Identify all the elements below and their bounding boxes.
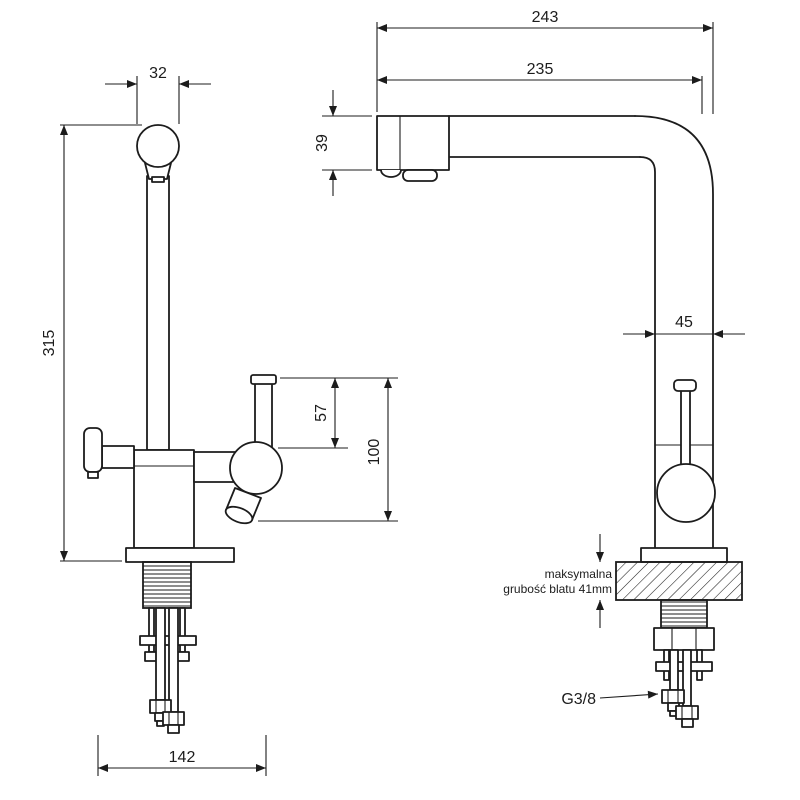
front-view: 32 315 57 100	[41, 65, 398, 776]
front-spout-tip	[151, 176, 165, 183]
front-mounting-bracket	[139, 635, 197, 646]
side-spout-head	[376, 115, 450, 171]
front-base-plate	[125, 547, 235, 563]
counter-note-line1: maksymalna	[545, 567, 613, 581]
side-aerator-bump	[380, 169, 402, 178]
side-view: 243 235 39 45	[314, 9, 745, 728]
side-inner-curve	[639, 156, 656, 549]
side-hose-left	[669, 649, 679, 691]
side-countertop	[615, 561, 743, 601]
front-dimensions: 32 315 57 100	[41, 65, 398, 776]
side-dimensions: 243 235 39 45	[314, 9, 745, 708]
front-handle-foot	[87, 471, 99, 479]
side-mounting-nut	[653, 627, 715, 651]
front-hose-right-connector	[162, 711, 185, 734]
front-body	[133, 449, 195, 549]
dim-side-spout-drop-label: 57	[313, 404, 330, 422]
side-hose-right-connector	[675, 705, 699, 728]
counter-thickness-note: maksymalna grubość blatu 41mm	[503, 534, 612, 628]
dim-total-depth: 243	[376, 9, 714, 114]
side-lever-cap	[673, 379, 697, 392]
dim-column-width: 45	[623, 314, 745, 338]
thread-size-label: G3/8	[561, 691, 596, 708]
side-hose-left-connector	[661, 689, 685, 717]
dim-side-spout-drop: 57	[278, 377, 398, 449]
dim-side-spout-height-label: 100	[366, 439, 383, 466]
front-faucet-body	[83, 124, 283, 734]
front-filter-joint	[229, 441, 283, 495]
dim-spout-head-height: 39	[314, 90, 372, 196]
dim-base-width: 142	[97, 735, 267, 776]
dim-side-spout-height: 100	[258, 378, 398, 522]
dim-top-width: 32	[105, 65, 211, 124]
dim-total-height: 315	[41, 124, 142, 562]
thread-size-callout: G3/8	[561, 690, 659, 708]
dim-top-width-label: 32	[149, 65, 167, 82]
side-base-flange	[640, 547, 728, 563]
side-handle-ball	[656, 463, 716, 523]
front-handle-arm	[101, 445, 135, 469]
side-lever-stick	[680, 389, 691, 467]
counter-note-line2: grubość blatu 41mm	[503, 582, 612, 596]
front-spout-head-circle	[136, 124, 180, 168]
dim-spout-reach-label: 235	[527, 61, 554, 78]
dim-total-depth-label: 243	[532, 9, 559, 26]
front-filter-outlet-face	[224, 505, 254, 525]
front-hose-right	[168, 607, 179, 713]
front-filter-riser	[254, 381, 273, 449]
front-hose-left	[155, 607, 166, 701]
side-faucet-body	[376, 115, 743, 728]
side-threaded-shank	[660, 599, 708, 629]
side-aerator-pullout	[402, 169, 438, 182]
front-riser-pipe	[146, 175, 170, 451]
dim-column-width-label: 45	[675, 314, 693, 331]
front-filter-riser-cap	[250, 374, 277, 385]
front-threaded-shank	[142, 561, 192, 609]
dim-spout-head-height-label: 39	[314, 134, 331, 152]
front-handle-grip	[83, 427, 103, 473]
dim-spout-reach: 235	[377, 61, 703, 114]
side-outer-curve	[634, 115, 714, 549]
dim-base-width-label: 142	[169, 749, 196, 766]
dim-total-height-label: 315	[41, 330, 58, 357]
